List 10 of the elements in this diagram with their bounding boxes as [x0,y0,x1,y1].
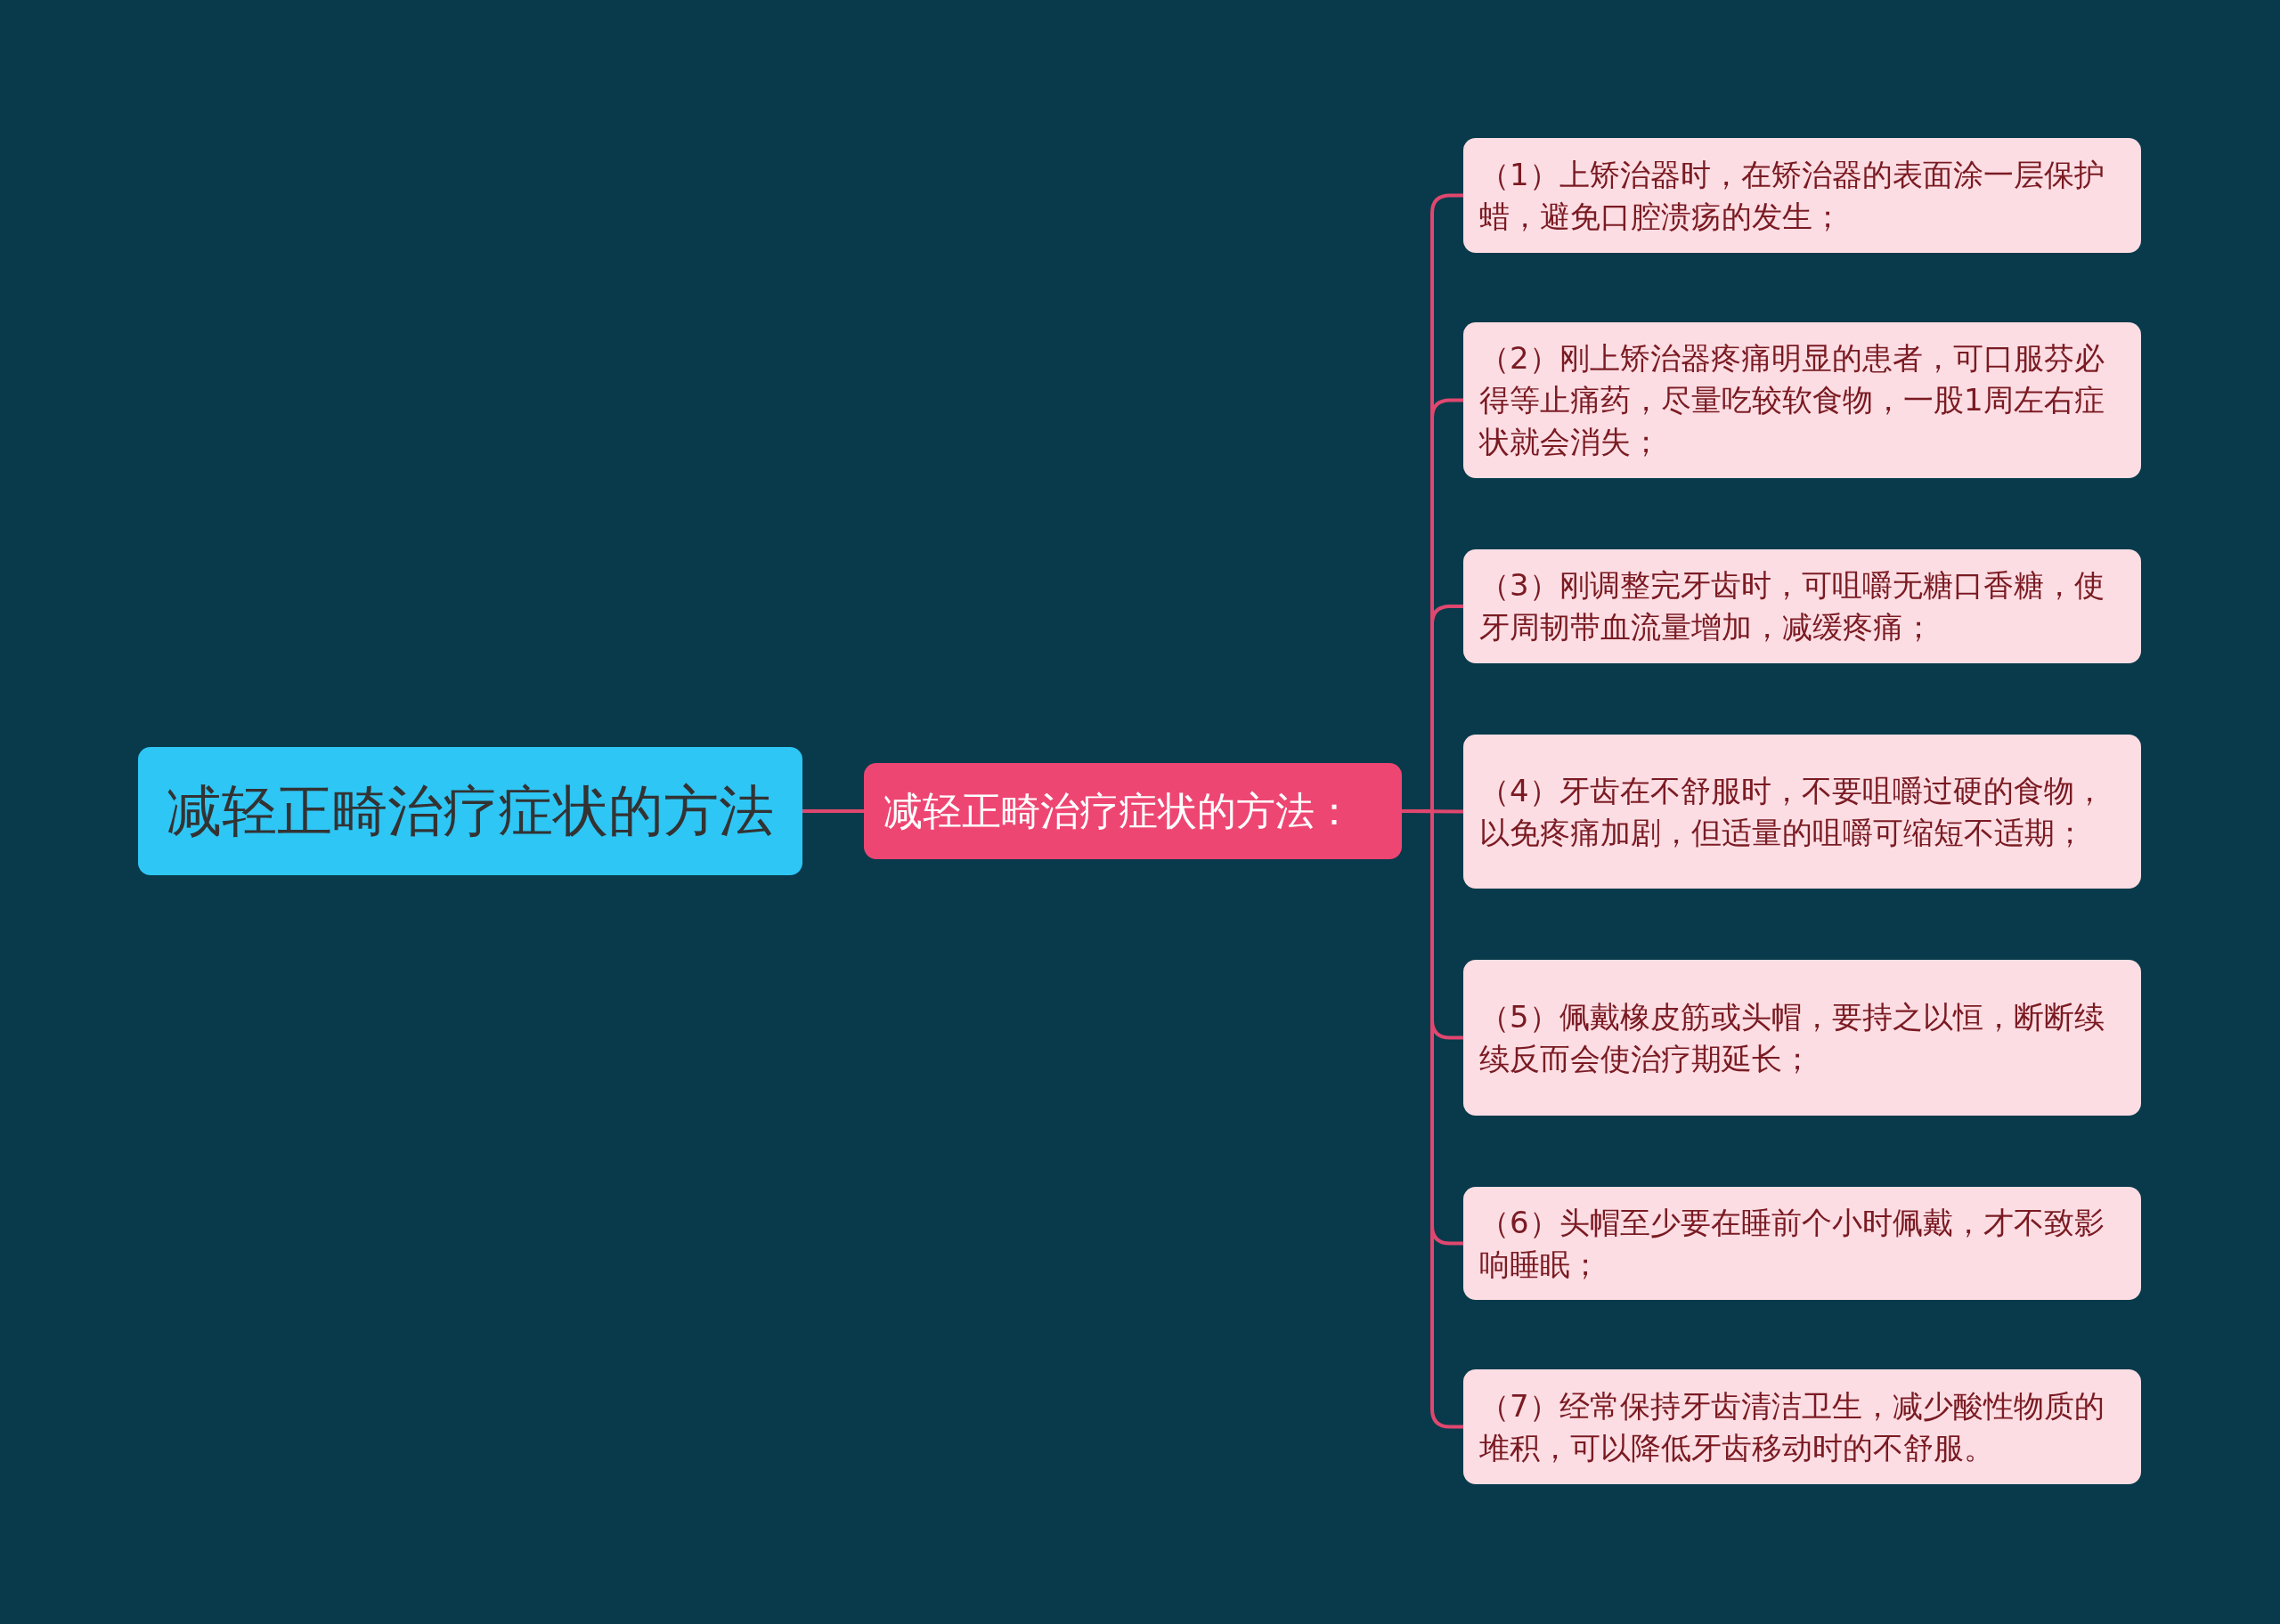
note-box: （1）上矫治器时，在矫治器的表面涂一层保护蜡，避免口腔溃疡的发生； [1463,138,2141,253]
note-box: （6）头帽至少要在睡前个小时佩戴，才不致影响睡眠； [1463,1187,2141,1300]
topic-box: 减轻正畸治疗症状的方法： [864,763,1402,859]
root-topic-box: 减轻正畸治疗症状的方法 [138,747,802,875]
connector-line [802,809,864,813]
note-box: （5）佩戴橡皮筋或头帽，要持之以恒，断断续续反而会使治疗期延长； [1463,960,2141,1116]
note-box: （7）经常保持牙齿清洁卫生，减少酸性物质的堆积，可以降低牙齿移动时的不舒服。 [1463,1369,2141,1484]
note-box: （4）牙齿在不舒服时，不要咀嚼过硬的食物，以免疼痛加剧，但适量的咀嚼可缩短不适期； [1463,735,2141,889]
note-box: （3）刚调整完牙齿时，可咀嚼无糖口香糖，使牙周韧带血流量增加，减缓疼痛； [1463,549,2141,663]
note-box: （2）刚上矫治器疼痛明显的患者，可口服芬必得等止痛药，尽量吃较软食物，一股1周左右症状就会消失； [1463,322,2141,478]
